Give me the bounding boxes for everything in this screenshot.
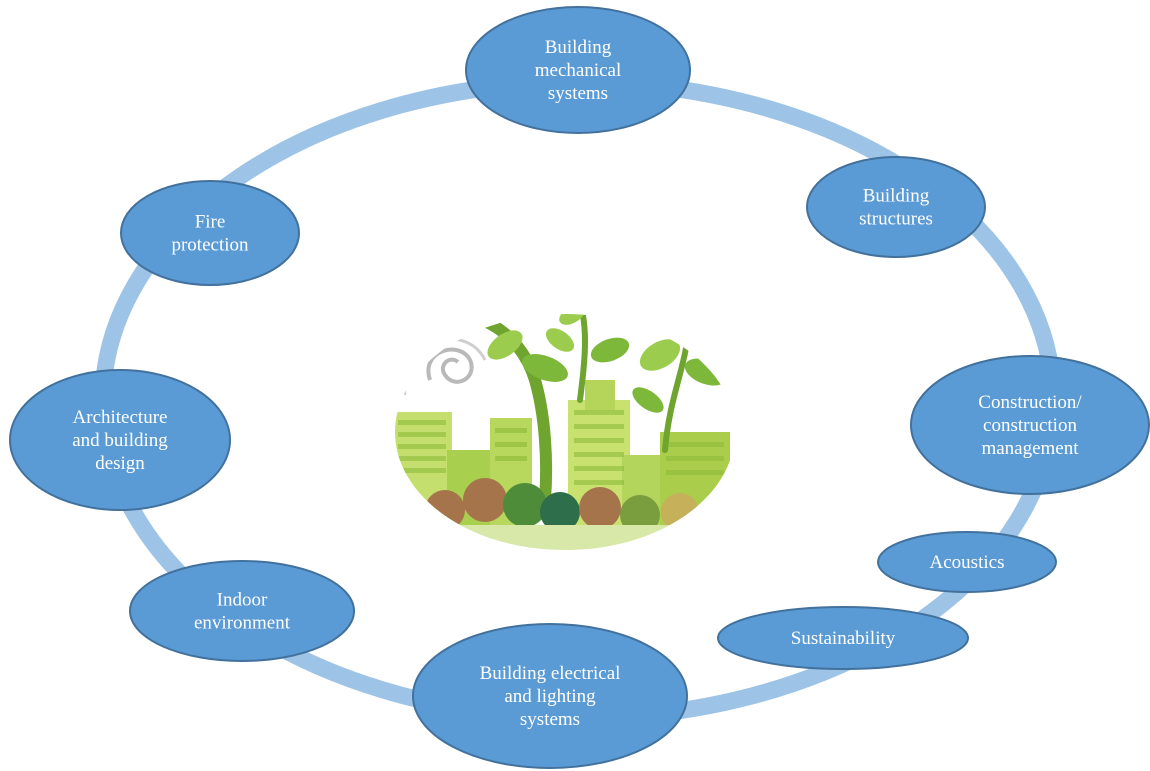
node-label-line: structures	[859, 209, 933, 230]
node-label-line: systems	[548, 83, 608, 104]
green-city-illustration	[395, 314, 735, 550]
node-label-line: management	[981, 438, 1079, 459]
node-label-line: systems	[520, 709, 580, 730]
node-label-line: Building electrical	[480, 663, 621, 684]
node-label-line: Building	[545, 37, 612, 58]
node-label-line: Indoor	[217, 590, 268, 611]
node-label-line: Building	[863, 186, 930, 207]
node-label-line: Fire	[195, 212, 226, 233]
node-label-line: environment	[194, 613, 291, 634]
node-label-line: mechanical	[535, 60, 622, 81]
node-acoustics[interactable]: Acoustics	[877, 531, 1057, 593]
node-label-line: Construction/	[978, 392, 1082, 413]
building	[585, 380, 615, 410]
node-label-line: design	[95, 453, 145, 474]
node-label-line: and lighting	[504, 686, 596, 707]
plant-stem	[572, 314, 588, 403]
node-label: Sustainability	[791, 628, 896, 649]
node-label-line: Sustainability	[791, 628, 896, 649]
node-label-line: construction	[983, 415, 1077, 436]
node-label: Acoustics	[930, 552, 1005, 573]
smoke-swirl	[426, 347, 474, 384]
node-sustainability[interactable]: Sustainability	[717, 606, 969, 670]
building-windows	[398, 410, 724, 485]
building	[660, 432, 730, 550]
node-label-line: Acoustics	[930, 552, 1005, 573]
node-label-line: protection	[171, 235, 249, 256]
node-label-line: and building	[72, 430, 168, 451]
node-label-line: Architecture	[73, 407, 168, 428]
plant-stem	[662, 315, 692, 453]
